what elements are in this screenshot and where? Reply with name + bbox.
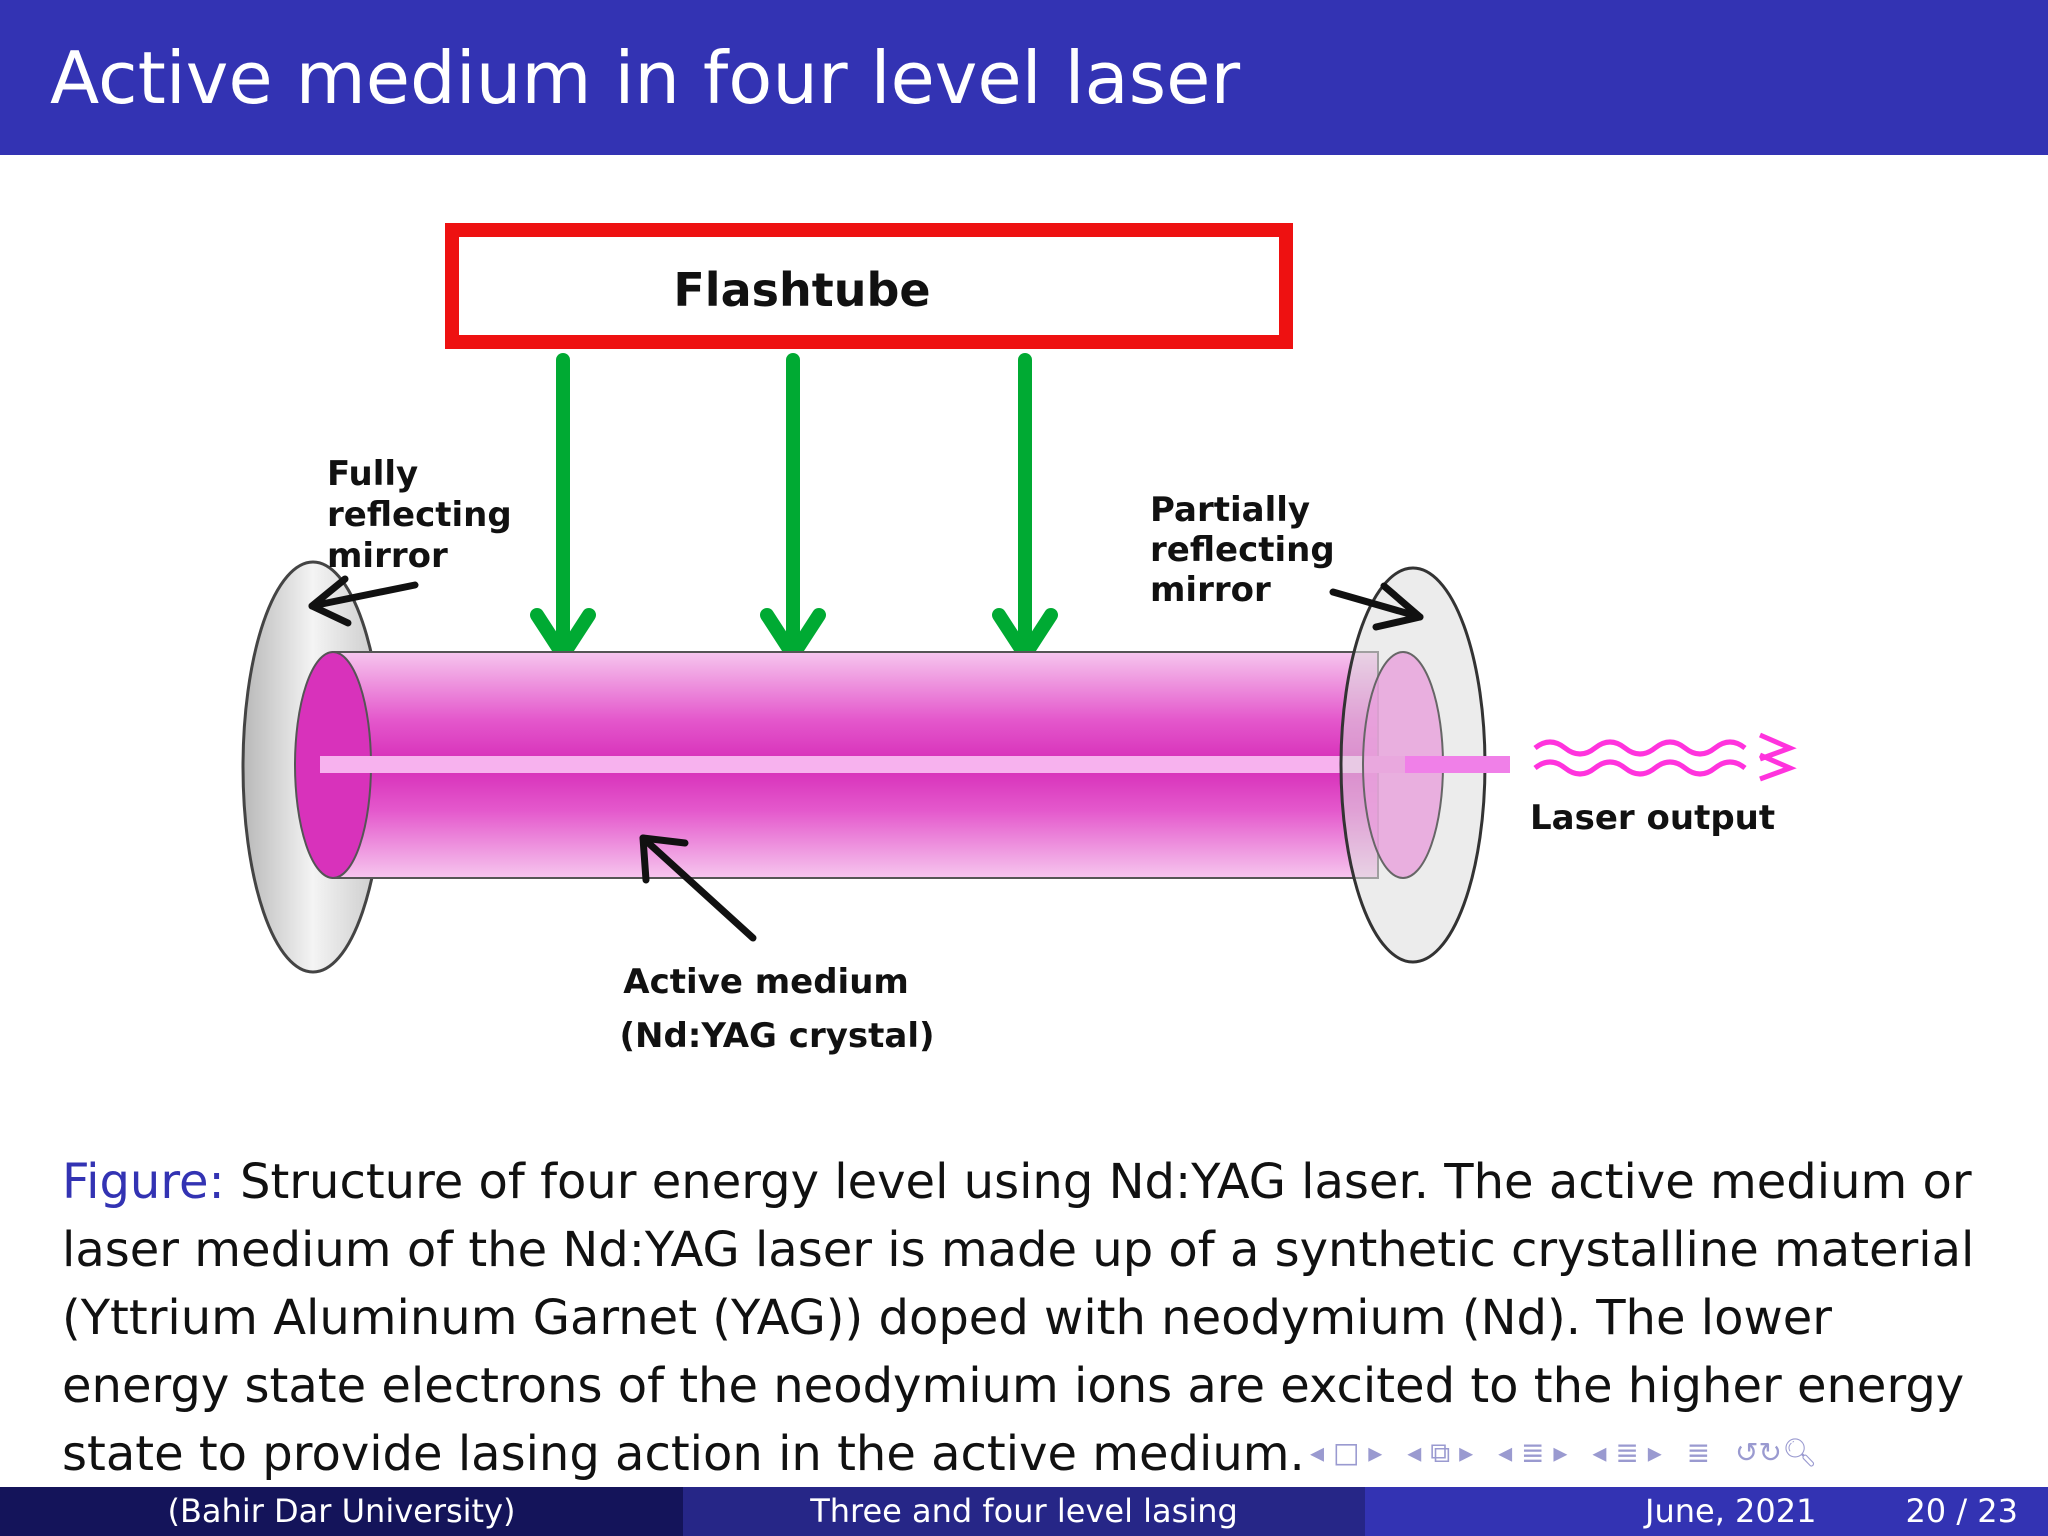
figure-caption-text: Structure of four energy level using Nd:…	[62, 1154, 1975, 1482]
right-mirror-label: Partially reflecting mirror	[1150, 490, 1347, 610]
laser-output-label: Laser output	[1530, 798, 1775, 838]
nav-section-icon[interactable]: ◂ ≣ ▸	[1498, 1436, 1568, 1469]
footer-right: June, 2021 20 / 23	[1365, 1487, 2048, 1536]
active-medium-label: Active medium (Nd:YAG crystal)	[619, 962, 934, 1056]
nav-document-icon[interactable]: ◂ ≣ ▸	[1592, 1436, 1662, 1469]
nav-frame-icon[interactable]: ◂ □ ▸	[1310, 1436, 1383, 1469]
title-bar: Active medium in four level laser	[0, 0, 2048, 155]
active-medium-label-line-1: Active medium	[623, 962, 909, 1002]
nav-toc-icon[interactable]: ≣	[1686, 1436, 1711, 1469]
laser-output-waves	[1533, 732, 1797, 782]
laser-diagram: Flashtube Fully reflecting mir	[241, 223, 1797, 1056]
active-medium-label-line-2: (Nd:YAG crystal)	[619, 1016, 934, 1056]
footer-date: June, 2021	[1645, 1492, 1817, 1530]
flashtube-label: Flashtube	[673, 263, 930, 317]
footer-short-title: Three and four level lasing	[683, 1487, 1365, 1536]
left-mirror-label-line-3: mirror	[327, 536, 448, 576]
right-mirror-label-line-3: mirror	[1150, 570, 1271, 610]
left-mirror-label-line-1: Fully	[327, 454, 418, 494]
left-mirror-pointer-head	[308, 575, 352, 627]
medium-pointer	[639, 834, 757, 942]
pump-arrows	[530, 353, 1058, 662]
pointer-arrows	[308, 575, 1424, 942]
flashtube-box	[445, 223, 1293, 349]
beamer-navigation: ◂ □ ▸ ◂ ⧉ ▸ ◂ ≣ ▸ ◂ ≣ ▸ ≣ ↺↻🔍︎	[1310, 1436, 2040, 1476]
slide-title: Active medium in four level laser	[50, 36, 1241, 120]
left-mirror-pointer	[308, 581, 419, 610]
figure-caption-label: Figure:	[62, 1154, 225, 1210]
footer-institution: (Bahir Dar University)	[0, 1487, 683, 1536]
left-mirror-label: Fully reflecting mirror	[327, 454, 524, 576]
output-beam	[1405, 756, 1510, 773]
right-mirror-pointer-head	[1372, 582, 1424, 631]
left-mirror-label-line-2: reflecting	[327, 495, 512, 535]
right-mirror-label-line-1: Partially	[1150, 490, 1310, 530]
inner-beam	[320, 756, 1410, 773]
nav-subsection-icon[interactable]: ◂ ⧉ ▸	[1407, 1436, 1474, 1469]
medium-pointer-head	[639, 834, 689, 884]
right-mirror-label-line-2: reflecting	[1150, 530, 1335, 570]
right-mirror-pointer	[1329, 588, 1424, 621]
footer-page-number: 20 / 23	[1905, 1492, 2018, 1530]
nav-search-icon[interactable]: ↺↻🔍︎	[1735, 1436, 1818, 1469]
slide-footer: (Bahir Dar University) Three and four le…	[0, 1487, 2048, 1536]
figure-caption: Figure: Structure of four energy level u…	[62, 1148, 1982, 1488]
